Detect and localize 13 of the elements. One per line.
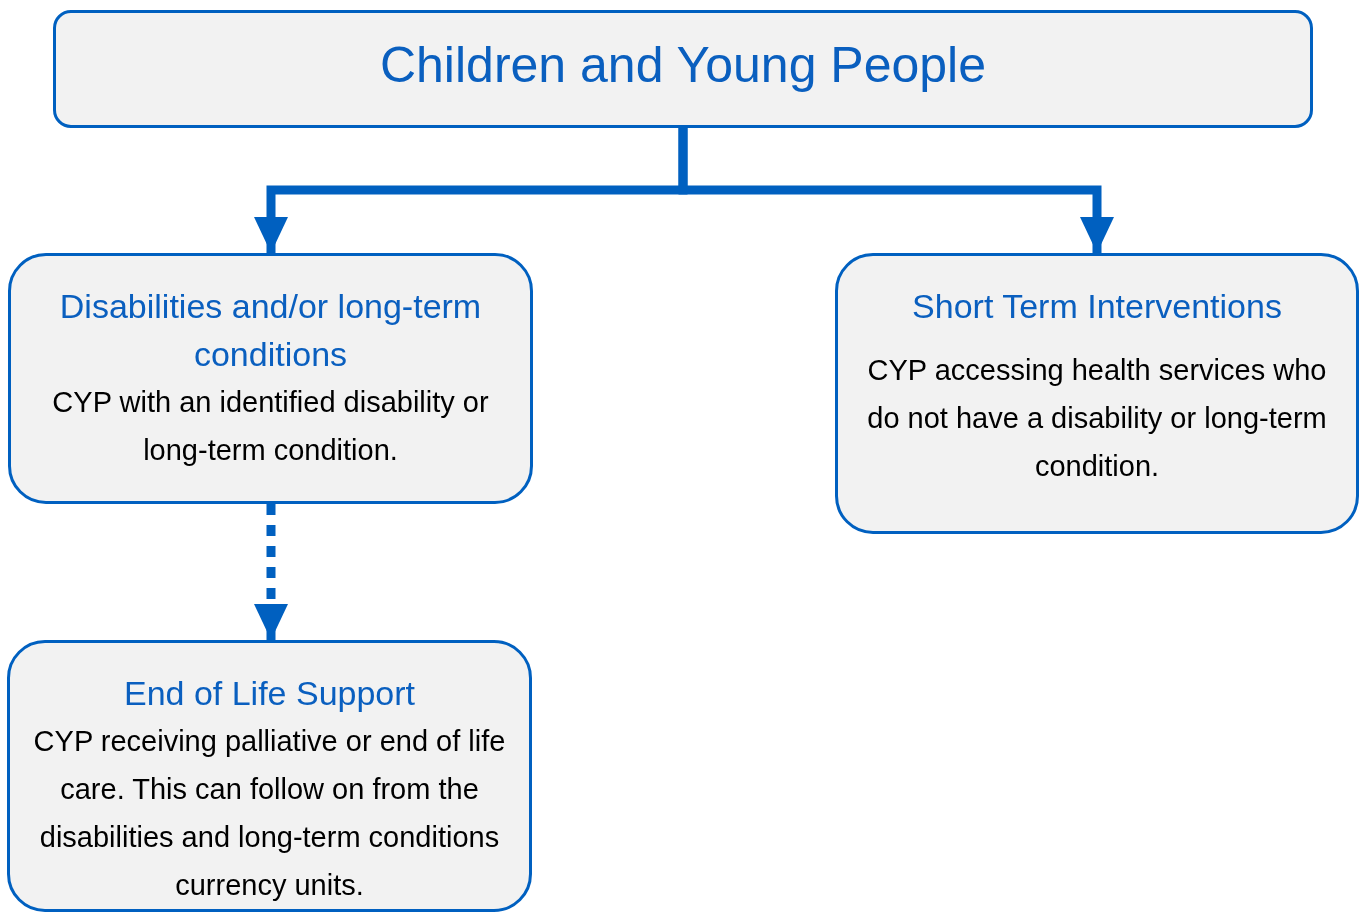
heading: End of Life Support (123, 673, 416, 714)
category-box (7, 640, 532, 912)
description: CYP accessing health services who do not have a disability or long-term condition. (866, 353, 1328, 484)
description: CYP receiving palliative or end of life care. This can follow on from the disabilities and long-term conditions currency units. (32, 724, 507, 903)
heading: Short Term Interventions (912, 286, 1282, 327)
category-box (835, 253, 1359, 534)
description: CYP with an identified disability or long-term condition. (51, 385, 490, 468)
arrow (254, 504, 288, 640)
arrow (678, 128, 1114, 253)
category-box (8, 253, 533, 504)
title-box (53, 10, 1313, 128)
heading: Children and Young People (379, 36, 987, 95)
heading: Disabilities and/or long-term conditions (58, 286, 483, 375)
